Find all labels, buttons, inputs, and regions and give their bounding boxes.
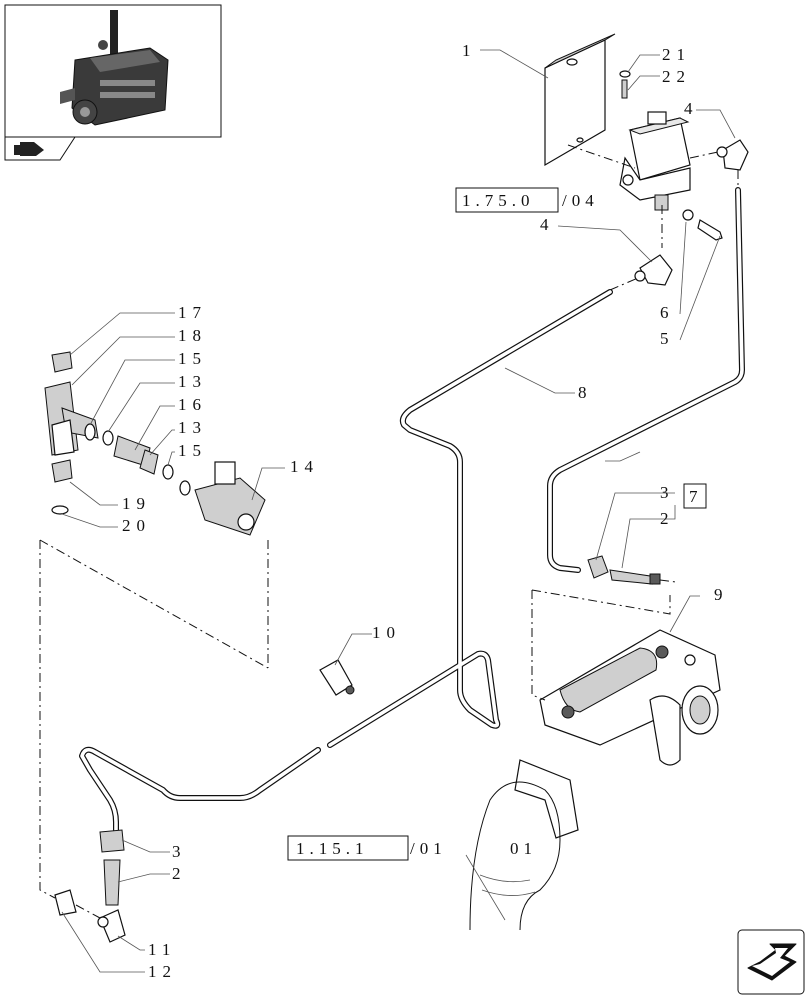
callout-19: 19 [122, 494, 151, 513]
engine-thumbnail[interactable] [4, 4, 222, 161]
insert-fitting-2-upper [609, 569, 661, 585]
callout-8: 8 [578, 383, 593, 402]
callout-2-upper: 2 [660, 509, 675, 528]
callout-21: 21 [662, 45, 691, 64]
callout-3-lower: 3 [172, 842, 187, 861]
callout-3-upper: 3 [660, 483, 675, 502]
seal-ring-15-b [162, 464, 174, 480]
elbow-11 [97, 909, 126, 943]
plug-19 [51, 459, 73, 483]
nut-13 [102, 430, 114, 446]
tee-fitting-18 [44, 381, 99, 456]
callout-13: 13 [178, 372, 207, 391]
nut-fitting-3-upper [587, 555, 609, 579]
callout-14: 14 [290, 457, 319, 476]
pipe-return [547, 187, 745, 573]
reference-exhaust-prefix: 1.15.1 [296, 839, 369, 858]
callout-9: 9 [714, 585, 729, 604]
callout-22: 22 [662, 67, 691, 86]
elbow-fitting-upper [716, 139, 749, 171]
callout-7-box [683, 483, 707, 509]
callout-12: 12 [148, 962, 177, 981]
bolt-5 [697, 219, 723, 241]
callout-16: 16 [178, 395, 207, 414]
next-page-arrow-icon [747, 943, 797, 981]
callout-11: 11 [148, 940, 176, 959]
callout-20: 20 [122, 516, 151, 535]
callout-4-lower: 4 [540, 215, 555, 234]
plug-12 [54, 889, 77, 916]
washer-6 [682, 209, 694, 221]
nut-13-b [139, 449, 159, 475]
callout-5: 5 [660, 329, 675, 348]
seal-ring-extra [179, 480, 191, 496]
callout-10: 10 [372, 623, 401, 642]
callout-4-upper: 4 [684, 99, 699, 118]
engine-thumbnail-icon [60, 10, 169, 126]
callout-15: 15 [178, 349, 207, 368]
bracket-part [544, 33, 616, 167]
elbow-fitting-lower [634, 254, 673, 286]
bolt-part [621, 79, 628, 99]
hand-pointer-icon [14, 142, 44, 156]
exhaust-pipe [469, 759, 579, 931]
pipe-8 [79, 289, 613, 833]
insert-fitting-2-lower [103, 859, 121, 906]
reference-exhaust[interactable]: 1.15.1 /01 01 [287, 835, 537, 861]
seal-ring-15 [84, 423, 96, 441]
clamp-10 [319, 659, 355, 696]
callout-15-b: 15 [178, 441, 207, 460]
valve-body-14 [194, 461, 266, 536]
callout-18: 18 [178, 326, 207, 345]
next-page-button[interactable] [737, 929, 805, 995]
callout-2-lower: 2 [172, 864, 187, 883]
callout-13-b: 13 [178, 418, 207, 437]
reference-valve-suffix: /04 [562, 191, 599, 210]
washer-20 [51, 505, 69, 515]
callout-7: 7 [689, 487, 704, 506]
cap-17 [51, 351, 73, 373]
reference-exhaust-suffix: /01 [410, 839, 447, 858]
reference-valve-prefix: 1.75.0 [462, 191, 535, 210]
solenoid-valve [619, 111, 691, 211]
nut-fitting-3-lower [99, 829, 125, 853]
washer-part [619, 70, 631, 78]
callout-1: 1 [462, 41, 477, 60]
actuator-9 [539, 629, 721, 766]
reference-valve[interactable]: 1.75.0 /04 [455, 187, 599, 213]
reference-exhaust-extra: 01 [510, 839, 537, 858]
callout-17: 17 [178, 303, 207, 322]
callout-6: 6 [660, 303, 675, 322]
